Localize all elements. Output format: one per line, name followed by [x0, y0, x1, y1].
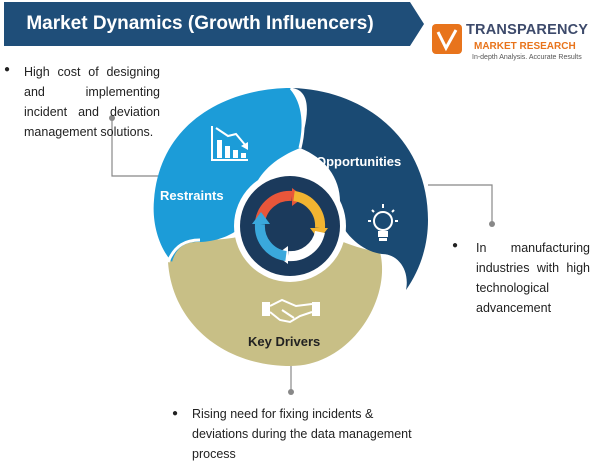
cycle-arrows-icon: [252, 188, 328, 264]
logo-tagline: In-depth Analysis. Accurate Results: [472, 54, 582, 61]
restraints-label: Restraints: [160, 188, 224, 203]
opportunities-connector: [428, 184, 493, 224]
opportunities-segment: [292, 88, 428, 290]
wheel: [153, 87, 428, 366]
logo-mark: [432, 24, 462, 54]
drivers-text: Rising need for fixing incidents & devia…: [192, 407, 412, 461]
opportunities-text: In manufacturing industries with high te…: [476, 241, 590, 315]
restraints-segment: [153, 88, 303, 262]
light-bulb-icon: [368, 204, 398, 241]
drivers-label: Key Drivers: [248, 334, 321, 349]
logo-subtitle: MARKET RESEARCH: [474, 41, 576, 52]
handshake-icon: [262, 298, 320, 324]
page-title: Market Dynamics (Growth Influencers): [26, 13, 374, 34]
title-banner: [4, 2, 424, 46]
opportunities-label: Opportunities: [316, 154, 402, 169]
restraints-connector: [111, 118, 160, 177]
drivers-bullet: ●: [172, 408, 179, 419]
restraints-text: High cost of designing and implementing …: [24, 65, 160, 139]
logo-name: TRANSPARENCY: [466, 22, 589, 38]
falling-bar-chart-icon: [211, 126, 248, 161]
opportunities-bullet: ●: [452, 240, 459, 251]
restraints-bullet: ●: [4, 64, 11, 75]
